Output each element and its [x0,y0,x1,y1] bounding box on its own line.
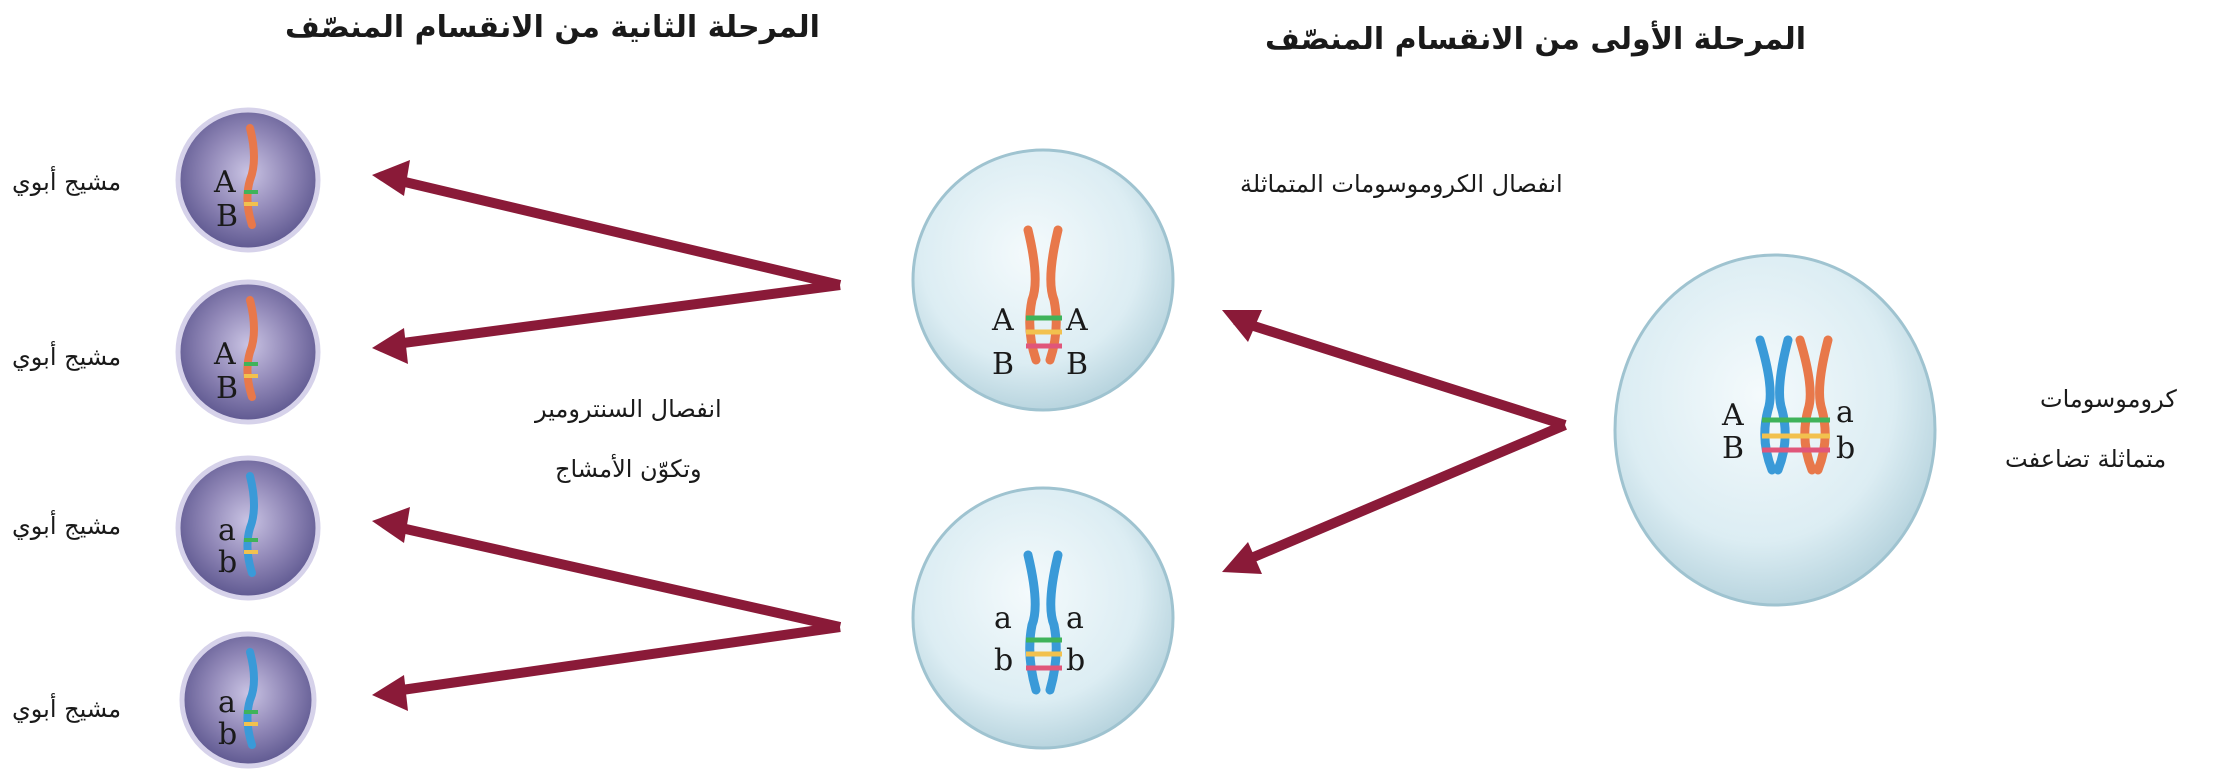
parent-allele-left-bottom: B [1722,431,1744,466]
homologous-duplicated-label-line1: كروموسومات [2040,385,2177,413]
arrow-to-bottom-cell [1233,420,1567,570]
meiosis-1-title: المرحلة الأولى من الانقسام المنصّف [1265,22,1807,57]
gamete-4-allele-1: a [218,685,236,720]
meiosis-2-arrows [372,160,842,711]
bottom-cell-allele-4: b [1066,643,1085,678]
top-cell-allele-4: B [1066,347,1088,382]
parent-allele-right-top: a [1836,395,1854,430]
homologous-duplicated-label-line2: متماثلة تضاعفت [2005,445,2167,473]
gamete-label-3: مشيج أبوي [12,512,122,540]
centromere-separation-label-line2: وتكوّن الأمشاج [555,455,702,483]
gamete-1-allele-2: B [216,199,238,234]
arrowhead-gamete-3 [372,507,410,543]
gamete-3: a b [175,455,321,601]
daughter-cell-bottom: a a b b [911,486,1175,750]
gamete-2-allele-2: B [216,371,238,406]
gamete-label-4: مشيج أبوي [12,695,122,723]
gamete-2-allele-1: A [213,337,236,372]
bottom-cell-allele-1: a [994,601,1012,636]
gamete-label-1: مشيج أبوي [12,168,122,196]
parent-cell: A B a b [1613,253,1937,607]
gamete-1-allele-1: A [213,165,236,200]
daughter-cell-top: A A B B [911,148,1175,412]
arrowhead-gamete-4 [372,675,408,711]
meiosis-2-title: المرحلة الثانية من الانقسام المنصّف [285,10,820,45]
gamete-4-allele-2: b [218,717,237,752]
homologous-separation-label: انفصال الكروموسومات المتماثلة [1240,170,1563,198]
gamete-3-allele-2: b [218,545,237,580]
arrowhead-gamete-2 [372,328,408,364]
gamete-1: A B [175,107,321,253]
top-cell-allele-1: A [991,303,1014,338]
gamete-4: a b [179,631,317,769]
meiosis-1-arrows [1222,310,1567,574]
arrowhead-gamete-1 [372,160,410,196]
parent-allele-left-top: A [1721,398,1744,433]
top-cell-allele-2: A [1065,303,1088,338]
arrowhead-top-cell [1222,310,1262,342]
bottom-cell-allele-3: b [994,643,1013,678]
parent-allele-right-bottom: b [1836,431,1855,466]
gamete-label-2: مشيج أبوي [12,343,122,371]
gamete-3-allele-1: a [218,513,236,548]
arrowhead-bottom-cell [1222,542,1262,574]
arrow-to-gamete-1 [386,173,842,290]
top-cell-allele-3: B [992,347,1014,382]
bottom-cell-allele-2: a [1066,601,1084,636]
arrow-to-gamete-2 [387,280,841,350]
gamete-2: A B [175,279,321,425]
centromere-separation-label-line1: انفصال السنترومير [535,395,722,423]
arrow-to-gamete-4 [387,622,841,697]
arrow-to-top-cell [1233,315,1567,430]
arrow-to-gamete-3 [386,520,842,632]
